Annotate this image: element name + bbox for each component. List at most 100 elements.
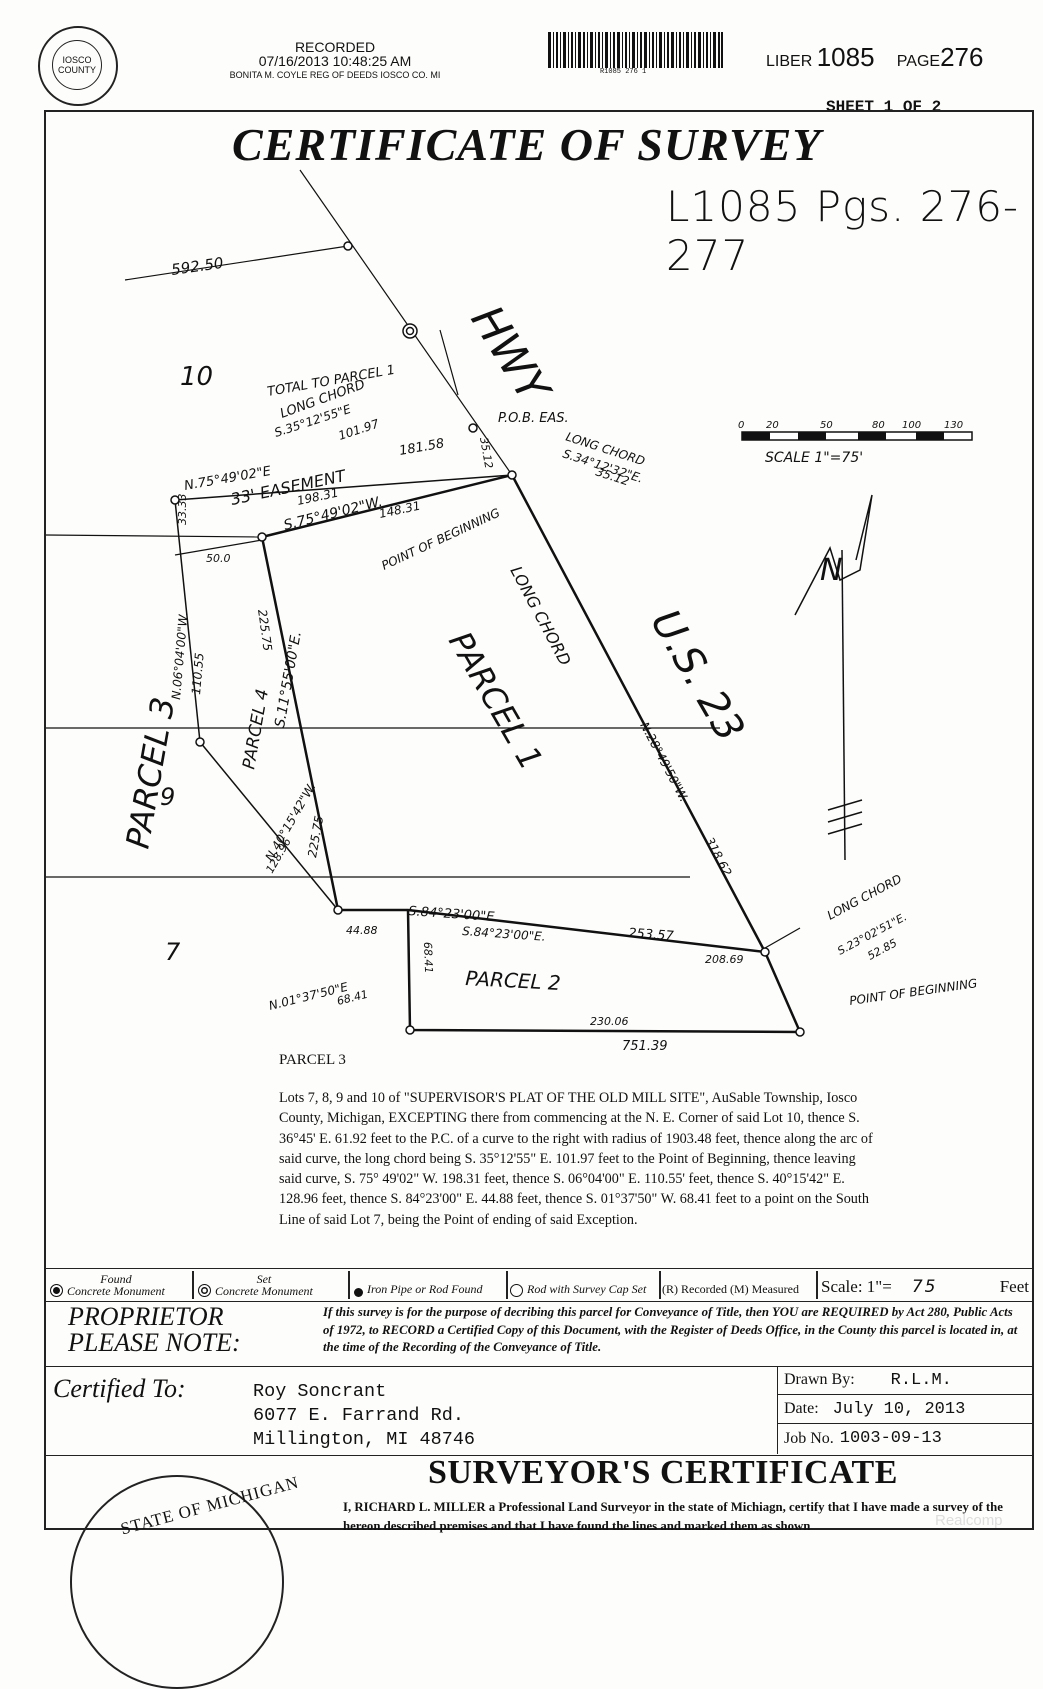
rod-cap-marker bbox=[405, 1025, 415, 1035]
rod-cap-marker bbox=[170, 495, 180, 505]
seal-line-2: COUNTY bbox=[58, 65, 96, 75]
north-label: N bbox=[820, 553, 842, 588]
register-line: BONITA M. COYLE REG OF DEEDS IOSCO CO. M… bbox=[229, 70, 441, 80]
date-label: Date: bbox=[784, 1400, 819, 1417]
s84-bearing-1: S.84°23'00"E. bbox=[408, 904, 499, 925]
lot-line-top bbox=[124, 245, 349, 281]
arrow-pob bbox=[439, 329, 459, 396]
dist-31862: 318.62 bbox=[702, 835, 734, 879]
north-arrow: N bbox=[794, 494, 873, 861]
s84-bearing-2: S.84°23'00"E. bbox=[462, 924, 546, 944]
long-chord-vertical: LONG CHORD bbox=[506, 563, 574, 669]
scale-tick: 100 bbox=[902, 420, 921, 431]
surveyor-certificate-text: I, RICHARD L. MILLER a Professional Land… bbox=[343, 1500, 1003, 1533]
certified-to-label: Certified To: bbox=[53, 1374, 186, 1403]
rod-cap-marker bbox=[760, 947, 770, 957]
legend-iron-pipe-label: Iron Pipe or Rod Found bbox=[367, 1282, 483, 1296]
dist-181: 181.58 bbox=[398, 436, 445, 459]
scale-tick: 80 bbox=[872, 420, 885, 431]
dist-25357: 253.57 bbox=[628, 926, 675, 944]
page-label: PAGE bbox=[896, 53, 941, 70]
certified-name: Roy Soncrant bbox=[253, 1381, 387, 1402]
dist-4488: 44.88 bbox=[346, 924, 378, 937]
legend-rod-cap-label: Rod with Survey Cap Set bbox=[527, 1282, 647, 1296]
highway-line bbox=[299, 169, 513, 476]
seal-line-1: IOSCO bbox=[62, 55, 92, 65]
lot-9-label: 9 bbox=[160, 783, 175, 811]
document-title: CERTIFICATE OF SURVEY bbox=[232, 119, 822, 170]
document-frame bbox=[44, 110, 1034, 1530]
certified-address: Roy Soncrant 6077 E. Farrand Rd. Milling… bbox=[253, 1380, 475, 1452]
legend-rod-cap: Rod with Survey Cap Set bbox=[510, 1269, 658, 1301]
n06-bearing: N.06°04'00"W. bbox=[169, 611, 191, 700]
date-row: Date: July 10, 2013 bbox=[778, 1395, 1033, 1424]
rod-cap-marker bbox=[795, 1027, 805, 1037]
drawn-value: R.L.M. bbox=[890, 1370, 952, 1390]
date-value: July 10, 2013 bbox=[832, 1399, 966, 1419]
certified-section bbox=[46, 1366, 1032, 1456]
drawn-label: Drawn By: bbox=[784, 1371, 855, 1388]
parcel-2-boundary bbox=[406, 909, 802, 1034]
legend-scale-label: Scale: 1"= bbox=[821, 1277, 892, 1296]
easement-north bbox=[174, 474, 513, 501]
lot-10-label: 10 bbox=[180, 362, 213, 392]
legend-recorded-measured: (R) Recorded (M) Measured bbox=[662, 1282, 799, 1296]
proprietor-label: PROPRIETOR bbox=[68, 1302, 224, 1331]
scale-tick: 130 bbox=[944, 420, 963, 431]
parcel-3-description: Lots 7, 8, 9 and 10 of "SUPERVISOR'S PLA… bbox=[279, 1090, 873, 1228]
scale-tick: 20 bbox=[766, 420, 779, 431]
long-chord-dist-1: 101.97 bbox=[337, 416, 382, 442]
liber-number: 1085 bbox=[816, 42, 875, 72]
legend-found-bottom: Concrete Monument bbox=[67, 1284, 165, 1298]
n28-bearing: N.28°49'50"W. bbox=[637, 720, 691, 804]
scale-caption: SCALE 1"=75' bbox=[765, 450, 863, 466]
dist-6841-vertical: 68.41 bbox=[421, 942, 435, 974]
dist-3512: 35.12 bbox=[477, 436, 495, 469]
legend-scale: Scale: 1"= 75 Feet bbox=[821, 1269, 1031, 1301]
legend-scale-value: 75 bbox=[911, 1277, 938, 1297]
legend-found-top: Found bbox=[100, 1272, 132, 1286]
proprietor-note-heading: PROPRIETOR PLEASE NOTE: bbox=[68, 1304, 241, 1356]
recorded-datetime: 07/16/2013 10:48:25 AM bbox=[258, 53, 412, 69]
easement-line bbox=[174, 539, 263, 556]
parcel-3-heading: PARCEL 3 bbox=[279, 1052, 346, 1068]
surveyor-certificate-title: SURVEYOR'S CERTIFICATE bbox=[428, 1454, 898, 1491]
legend-set-top: Set bbox=[256, 1272, 272, 1286]
certified-city: Millington, MI 48746 bbox=[253, 1429, 476, 1450]
barcode-number: R1085 276 1 bbox=[600, 68, 647, 76]
barcode bbox=[548, 32, 723, 68]
job-label: Job No. bbox=[784, 1429, 834, 1447]
liber-label: LIBER bbox=[766, 53, 813, 70]
drawn-by-box: Drawn By: R.L.M. Date: July 10, 2013 Job… bbox=[777, 1366, 1033, 1454]
lot-line-1 bbox=[45, 534, 263, 538]
dist-14831: 148.31 bbox=[378, 499, 422, 521]
dist-500: 50.0 bbox=[206, 552, 231, 565]
rod-cap-marker bbox=[257, 532, 267, 542]
legend-scale-unit: Feet bbox=[999, 1277, 1029, 1296]
rod-cap-icon bbox=[510, 1284, 523, 1297]
scale-tick: 50 bbox=[820, 420, 833, 431]
recorded-label: RECORDED bbox=[294, 39, 376, 55]
parcel-3-west bbox=[174, 499, 201, 743]
rod-cap-marker bbox=[333, 905, 343, 915]
certified-street: 6077 E. Farrand Rd. bbox=[253, 1405, 464, 1426]
drawn-row: Drawn By: R.L.M. bbox=[778, 1366, 1033, 1395]
rod-cap-marker bbox=[507, 470, 517, 480]
dist-23006: 230.06 bbox=[590, 1015, 629, 1028]
lot-7-label: 7 bbox=[165, 938, 181, 966]
job-value: 1003-09-13 bbox=[839, 1429, 942, 1448]
rod-cap-marker bbox=[468, 423, 478, 433]
legend-iron-pipe: Iron Pipe or Rod Found bbox=[354, 1269, 504, 1301]
dist-75139: 751.39 bbox=[622, 1039, 668, 1054]
scale-tick: 0 bbox=[738, 420, 744, 431]
dist-11055: 110.55 bbox=[189, 652, 207, 695]
dist-top: 592.50 bbox=[170, 254, 224, 279]
please-note-label: PLEASE NOTE: bbox=[68, 1328, 241, 1357]
pob-eas: P.O.B. EAS. bbox=[498, 411, 569, 426]
recording-stamp: RECORDED 07/16/2013 10:48:25 AM BONITA M… bbox=[200, 40, 470, 82]
dist-3333: 33.33 bbox=[176, 494, 189, 526]
